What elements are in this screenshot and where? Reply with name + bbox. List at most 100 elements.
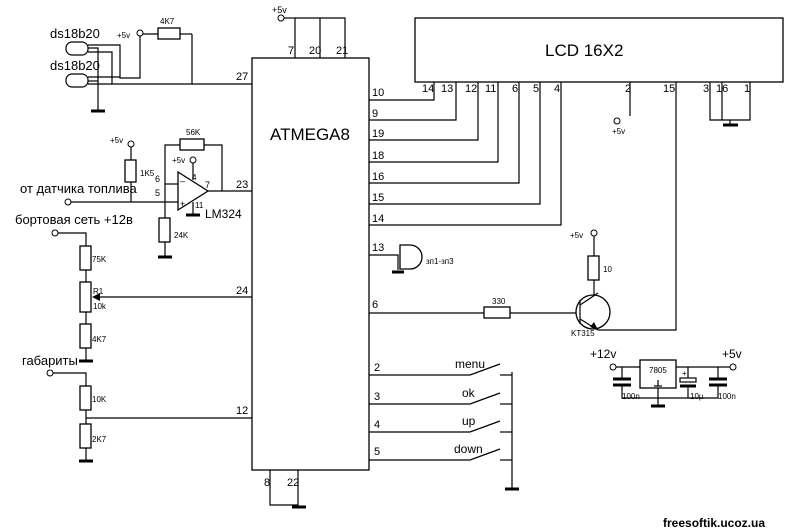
vcc-terminal-sensor [136, 29, 144, 37]
vcc-label-transistor: +5v [570, 231, 583, 240]
mcu-pin-10: 10 [372, 87, 384, 99]
mcu-pin-15: 15 [372, 192, 384, 204]
wire-pin14-lcd4 [369, 82, 562, 226]
sensor-gnd-wire [88, 47, 99, 110]
resistor-330-value: 330 [492, 297, 506, 306]
c3-value: 100n [718, 392, 736, 401]
vcc-terminal-top [277, 14, 285, 22]
transistor-collector [579, 292, 599, 306]
resistor-2k7-value: 2K7 [92, 435, 107, 444]
wire-pin18-lcd11 [369, 82, 499, 163]
wire-buzzer [369, 254, 399, 270]
opamp-pin-4: 4 [192, 173, 197, 182]
lcd-pin-5: 5 [533, 83, 539, 95]
resistor-4k7-top-value: 4K7 [160, 17, 175, 26]
vcc-label-1k5: +5v [110, 136, 123, 145]
resistor-10-value: 10 [603, 265, 612, 274]
lcd-pin-11: 11 [485, 83, 496, 95]
board-input-terminal [51, 229, 59, 237]
potentiometer-r1 [79, 281, 92, 313]
vcc-label-lcd: +5v [612, 127, 625, 136]
sensor2-symbol [65, 73, 89, 88]
mcu-pin-21: 21 [336, 45, 348, 57]
button-down-label: down [454, 442, 483, 456]
resistor-56k [179, 138, 205, 151]
transistor-label: KT315 [571, 329, 595, 338]
mcu-pin-6: 6 [372, 299, 378, 311]
resistor-24k [158, 217, 171, 243]
resistor-56k-value: 56K [186, 128, 201, 137]
resistor-24k-value: 24K [174, 231, 189, 240]
mcu-pin-5: 5 [374, 446, 380, 458]
mcu-pin-20: 20 [309, 45, 321, 57]
lcd-pin-1: 1 [744, 83, 750, 95]
vcc-terminal-1k5 [127, 140, 135, 148]
input-12v-label: +12v [590, 347, 616, 361]
resistor-4k7 [79, 323, 92, 349]
buzzer-symbol [399, 244, 423, 270]
button-up-switch [369, 420, 501, 433]
lights-input-terminal [46, 369, 54, 377]
mcu-pin-3: 3 [374, 391, 380, 403]
lcd-pin-13: 13 [441, 83, 453, 95]
wire-lights-10k [53, 372, 87, 386]
sensor-vcc-wire [88, 34, 141, 79]
c2-plus: + [682, 369, 687, 378]
vcc-terminal-lcd [613, 117, 621, 125]
wire-pin9-lcd13 [369, 82, 457, 121]
resistor-2k7 [79, 423, 92, 449]
resistor-75k [79, 245, 92, 271]
resistor-75k-value: 75K [92, 255, 107, 264]
mcu-pin-2: 2 [374, 362, 380, 374]
resistor-10k-value: 10K [92, 395, 107, 404]
resistor-4k7-top [157, 27, 181, 40]
mcu-pin-7: 7 [288, 45, 294, 57]
vcc-label-top: +5v [272, 5, 287, 15]
watermark-bg [658, 514, 794, 532]
mcu-pin-19: 19 [372, 128, 384, 140]
lcd-pin-15: 15 [663, 83, 675, 95]
opamp-pin-7: 7 [205, 180, 210, 190]
opamp-pin-5: 5 [155, 188, 160, 198]
resistor-10 [587, 255, 600, 281]
opamp-label: LM324 [205, 207, 242, 221]
mcu-pin-4: 4 [374, 419, 380, 431]
wire-pin16-lcd6 [369, 82, 520, 184]
button-menu-label: menu [455, 357, 485, 371]
resistor-330 [483, 306, 511, 319]
mcu-pin-23: 23 [236, 179, 248, 191]
c2-plate-top [679, 377, 697, 383]
mcu-pin-8: 8 [264, 477, 270, 489]
mcu-pin-12: 12 [236, 405, 248, 417]
mcu-pin-27: 27 [236, 71, 248, 83]
supply-gnd-rail [621, 386, 719, 399]
lcd-body [414, 17, 784, 83]
lights-input-label: габариты [22, 353, 78, 368]
sensor2-label: ds18b20 [50, 58, 100, 73]
lcd-pin-3: 3 [703, 83, 709, 95]
mcu-pin-16: 16 [372, 171, 384, 183]
resistor-1k5-value: 1K5 [140, 169, 155, 178]
mcu-pin-22: 22 [287, 477, 299, 489]
mcu-pin-24: 24 [236, 285, 248, 297]
button-down-switch [369, 448, 501, 461]
input-12v-terminal [609, 363, 617, 371]
pot-value: 10k [93, 302, 107, 311]
vcc-terminal-opamp [189, 156, 197, 164]
mcu-body [251, 57, 370, 471]
lcd-pin-14: 14 [422, 83, 434, 95]
lcd-pin-12: 12 [465, 83, 477, 95]
pot-name: R1 [93, 287, 104, 296]
mcu-pin-13: 13 [372, 242, 384, 254]
feedback-right [204, 144, 223, 191]
vcc-label-opamp: +5v [172, 156, 185, 165]
transistor-body [575, 294, 611, 330]
resistor-4k7-value: 4K7 [92, 335, 107, 344]
fuel-input-label: от датчика топлива [20, 181, 138, 196]
wire-board-75k [58, 232, 87, 246]
lcd-pin-2: 2 [625, 83, 631, 95]
mcu-label: ATMEGA8 [270, 125, 350, 144]
output-5v-label: +5v [722, 347, 742, 361]
opamp-minus: – [180, 176, 185, 186]
